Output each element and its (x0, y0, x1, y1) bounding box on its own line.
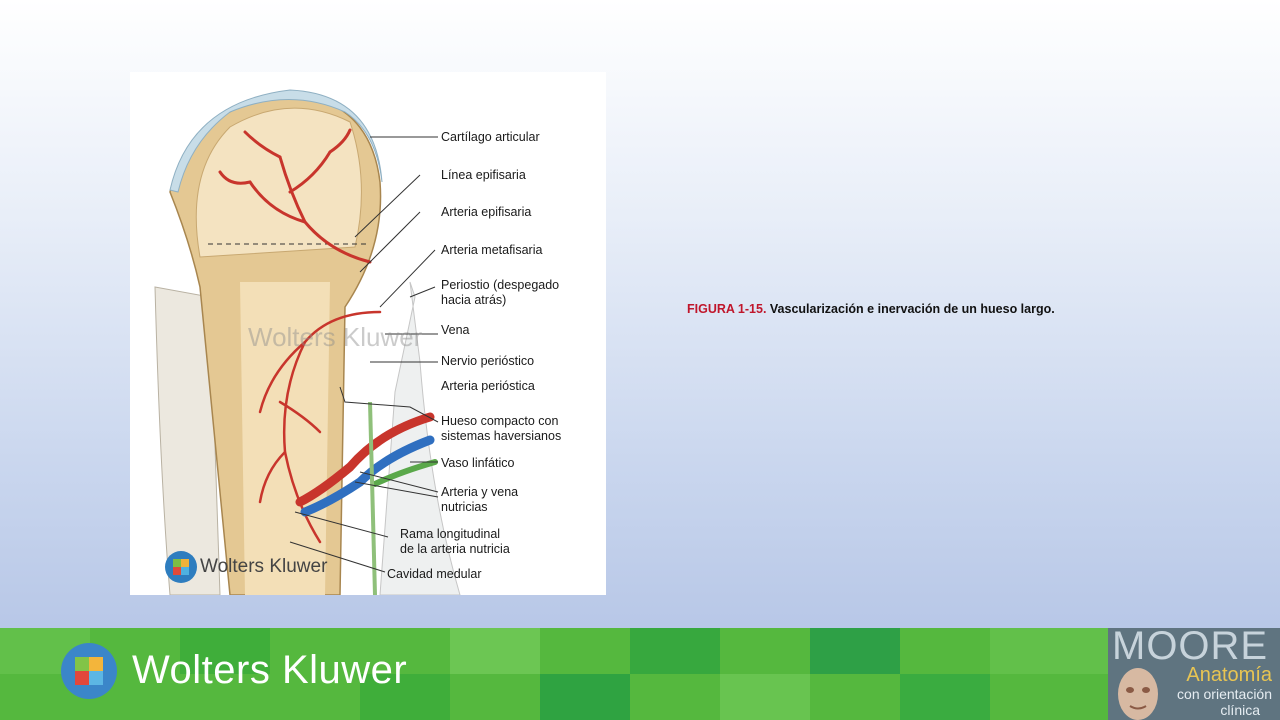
footer-tile (540, 674, 630, 720)
footer-tile (810, 628, 900, 674)
footer-tile (900, 674, 990, 720)
periosteum-left (154, 286, 221, 595)
footer-tile (360, 674, 450, 720)
footer-tile (180, 628, 270, 674)
periosteum-right (379, 281, 461, 595)
label-vaso-linfatico: Vaso linfático (441, 456, 515, 470)
label-arteria-metafisaria: Arteria metafisaria (441, 243, 543, 257)
nutrient-artery (295, 412, 435, 507)
footer-tile (450, 628, 540, 674)
book-title: MOORE (1112, 628, 1269, 668)
caption-text: Vascularización e inervación de un hueso… (766, 302, 1055, 316)
figure-panel: Wolters Kluwer Wolters Kluwer Cartílago … (130, 72, 606, 595)
footer-tile (630, 628, 720, 674)
bone-illustration (154, 89, 461, 595)
watermark-center: Wolters Kluwer (248, 322, 422, 353)
footer-tile (990, 628, 1108, 674)
label-arteria-vena-nutricias-1: Arteria y vena (441, 485, 519, 499)
epiphyseal-arteries (218, 128, 372, 264)
watermark-text: Wolters Kluwer (248, 322, 423, 352)
label-rama-longitudinal-2: de la arteria nutricia (400, 542, 510, 556)
footer-brand: Wolters Kluwer (132, 648, 408, 692)
label-linea-epifisaria: Línea epifisaria (441, 168, 526, 182)
anatomy-head-icon (1118, 668, 1158, 720)
periosteal-nerve (368, 401, 377, 595)
label-arteria-periostica: Arteria perióstica (441, 379, 535, 393)
label-periostio-2: hacia atrás) (441, 293, 507, 307)
book-subtitle: Anatomía (1186, 664, 1272, 686)
epiphysis (195, 107, 362, 258)
footer-tile (720, 674, 810, 720)
footer-bar: Wolters Kluwer MOORE Anatomía con orient… (0, 628, 1280, 720)
articular-cartilage (169, 89, 383, 193)
label-hueso-compacto-2: sistemas haversianos (441, 429, 562, 443)
figure-caption: FIGURA 1-15. Vascularización e inervació… (687, 302, 1055, 316)
book-subtitle-line3: clínica (1220, 702, 1260, 718)
wolters-kluwer-logo-icon (165, 551, 197, 583)
label-rama-longitudinal-1: Rama longitudinal (400, 527, 501, 541)
nutrient-vein (300, 435, 435, 517)
moore-book-cover: MOORE Anatomía con orientación clínica (1108, 628, 1280, 720)
label-cavidad-medular: Cavidad medular (387, 567, 482, 581)
book-subtitle-line2: con orientación (1177, 686, 1272, 702)
label-cartilago-articular: Cartílago articular (441, 130, 540, 144)
watermark-logo-text: Wolters Kluwer (200, 556, 328, 577)
leader-lines (289, 136, 439, 573)
label-vena: Vena (441, 323, 470, 337)
label-arteria-vena-nutricias-2: nutricias (441, 500, 488, 514)
label-hueso-compacto-1: Hueso compacto con (441, 414, 559, 428)
lymphatic-vessel (372, 459, 438, 487)
caption-figure-label: FIGURA 1-15. (687, 302, 767, 316)
label-nervio-periostico: Nervio perióstico (441, 354, 535, 368)
wolters-kluwer-footer-logo-icon (61, 643, 117, 699)
label-periostio-1: Periostio (despegado (441, 278, 560, 292)
label-arteria-epifisaria: Arteria epifisaria (441, 205, 532, 219)
